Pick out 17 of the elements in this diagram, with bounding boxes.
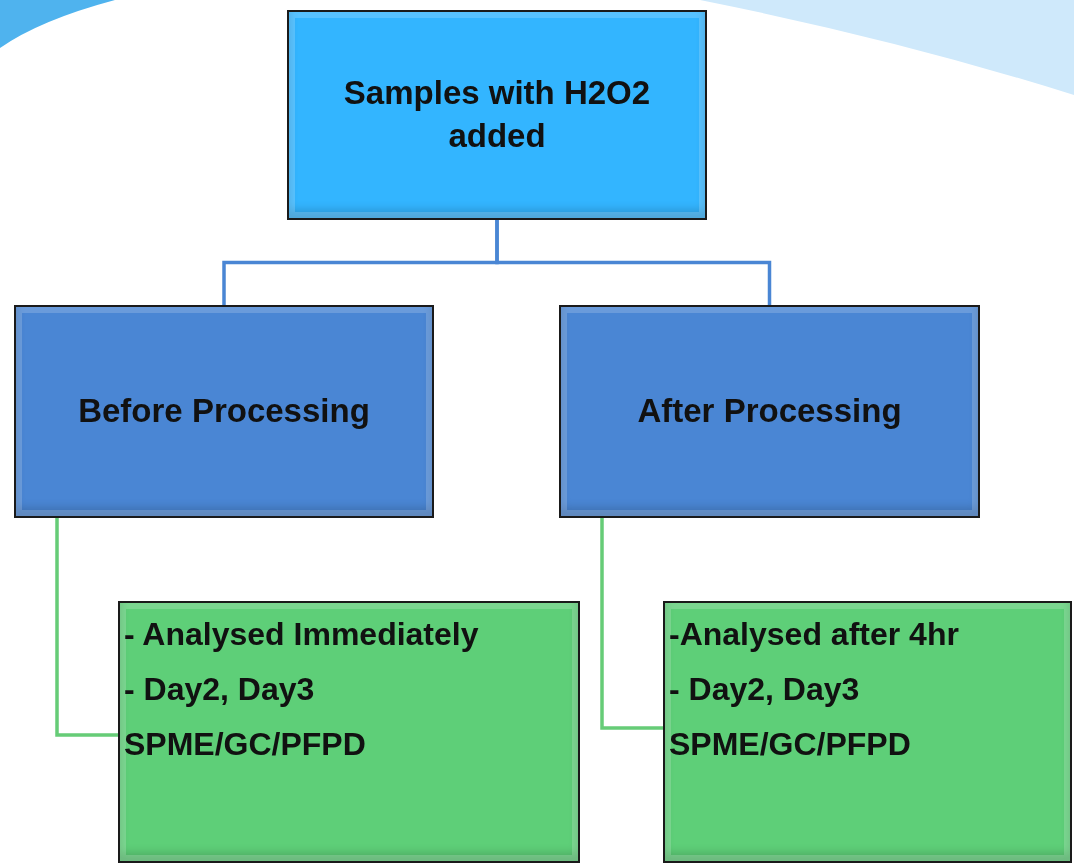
- box-text: SPME/GC/PFPD: [669, 727, 911, 763]
- process-box: [14, 305, 434, 518]
- box-text: - Analysed Immediately: [124, 617, 479, 653]
- step-box: [118, 601, 580, 863]
- box-text: - Day2, Day3: [124, 672, 315, 708]
- connector-line: [495, 220, 772, 305]
- connector-line: [600, 518, 663, 730]
- box-text: After Processing: [637, 391, 902, 432]
- box-text: - Day2, Day3: [669, 672, 860, 708]
- connector-line: [55, 518, 118, 737]
- box-text: SPME/GC/PFPD: [124, 727, 366, 763]
- box-text: -Analysed after 4hr: [669, 617, 959, 653]
- process-box: [287, 10, 707, 220]
- process-box: [559, 305, 980, 518]
- step-box: [663, 601, 1072, 863]
- box-text: Samples with H2O2 added: [342, 73, 652, 156]
- box-text: Before Processing: [78, 391, 370, 432]
